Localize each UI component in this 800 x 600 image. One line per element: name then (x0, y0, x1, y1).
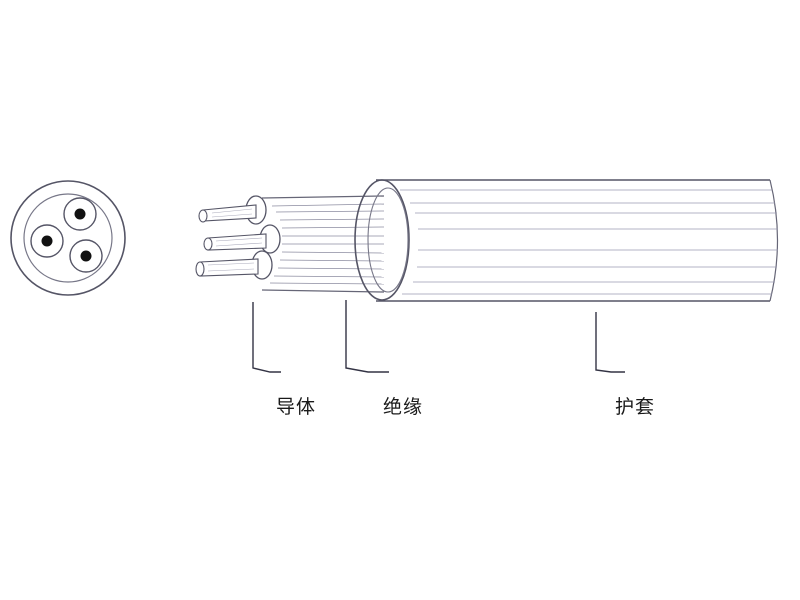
conductor-bottom (195, 258, 259, 277)
callout-line-sheath (595, 312, 625, 373)
callout-line-conductor (252, 302, 281, 373)
conductor-dot (80, 250, 92, 262)
insulation-hatching (269, 203, 385, 285)
sheath-stripes (400, 189, 778, 295)
callout-line-insulation (345, 300, 389, 373)
cross-section-core-left (30, 224, 64, 258)
sheath-open-end (354, 179, 410, 301)
sheath-body (376, 179, 779, 302)
label-insulation: 绝缘 (383, 396, 424, 418)
conductor-dot (41, 235, 53, 247)
conductor-middle (203, 233, 267, 251)
callout-lines (252, 300, 625, 373)
conductor-top (198, 204, 257, 223)
label-conductor: 导体 (276, 396, 317, 418)
conductor-dot (74, 208, 86, 220)
label-sheath: 护套 (615, 396, 656, 418)
cross-section-core-top (63, 197, 97, 231)
cross-section (10, 180, 126, 296)
conductor-strands (195, 204, 267, 277)
cross-section-core-right (69, 239, 103, 273)
insulation-bundle (245, 195, 385, 293)
